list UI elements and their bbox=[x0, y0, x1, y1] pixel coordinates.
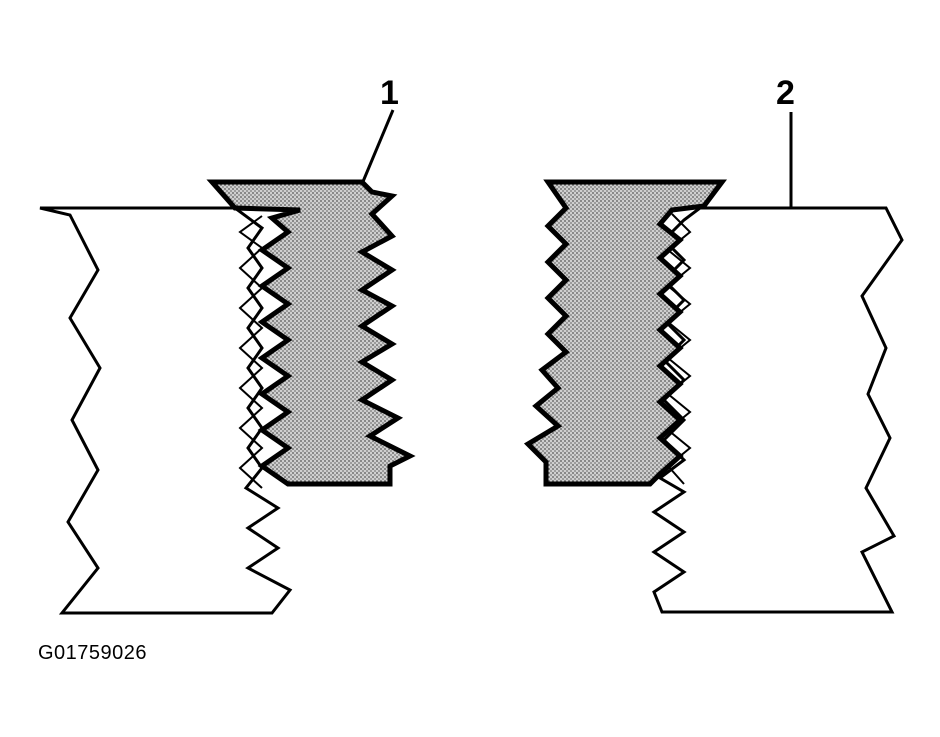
left-threaded-insert bbox=[206, 179, 416, 487]
left-base-block bbox=[39, 206, 293, 615]
right-threaded-insert bbox=[523, 179, 727, 487]
figure-id: G01759026 bbox=[38, 642, 148, 664]
callout-label-1: 1 bbox=[380, 74, 399, 112]
left-thread-gap bbox=[238, 215, 264, 489]
right-base-block bbox=[651, 206, 904, 614]
callout-1-leader bbox=[360, 109, 395, 185]
callout-label-2: 2 bbox=[776, 74, 795, 112]
